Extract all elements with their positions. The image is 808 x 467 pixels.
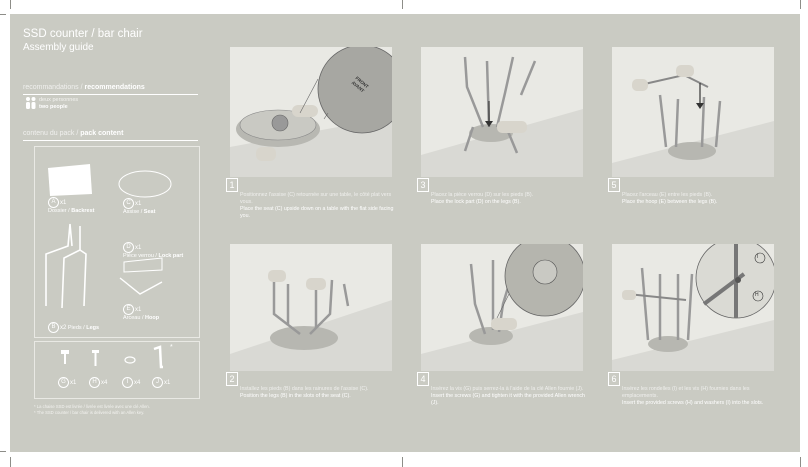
people-icon bbox=[26, 97, 36, 109]
divider bbox=[23, 140, 198, 141]
step-4-caption: Insérez la vis (G) puis serrez-la à l'ai… bbox=[431, 386, 585, 406]
screw-icon bbox=[92, 350, 99, 366]
step-3-photo bbox=[421, 47, 583, 177]
step-5-caption: Placez l'arceau (E) entre les pieds (B).… bbox=[622, 192, 718, 205]
page-title: SSD counter / bar chair bbox=[23, 28, 143, 40]
washer-icon bbox=[124, 356, 136, 364]
crop-mark bbox=[10, 457, 11, 467]
crop-mark bbox=[402, 0, 403, 9]
divider bbox=[23, 94, 198, 95]
hardware-box bbox=[34, 341, 200, 399]
step-number: 3 bbox=[417, 178, 429, 192]
step-number: 2 bbox=[226, 372, 238, 386]
callout-h: H bbox=[755, 292, 759, 298]
step-number: 1 bbox=[226, 178, 238, 192]
step-number: 5 bbox=[608, 178, 620, 192]
page-subtitle: Assembly guide bbox=[23, 42, 94, 53]
step-6-photo: I H bbox=[612, 244, 774, 371]
hardware-illustration bbox=[61, 345, 163, 369]
step-number: 6 bbox=[608, 372, 620, 386]
crop-mark bbox=[402, 457, 403, 467]
step-2-caption: Installez les pieds (B) dans les rainure… bbox=[240, 386, 369, 399]
pack-content-box bbox=[34, 146, 200, 338]
crop-mark bbox=[0, 14, 6, 15]
allen-key-note: * La chaise SSD est livrée / livrée est … bbox=[34, 404, 150, 415]
crop-mark bbox=[10, 0, 11, 9]
crop-mark bbox=[800, 0, 801, 9]
callout-i: I bbox=[757, 254, 759, 260]
allen-key-icon bbox=[153, 345, 163, 369]
step-3-caption: Placez la pièce verrou (D) sur les pieds… bbox=[431, 192, 534, 205]
asterisk: * bbox=[170, 344, 173, 351]
recommendations-heading: recommandations / recommendations bbox=[23, 84, 145, 91]
screw-icon bbox=[61, 350, 69, 364]
crop-mark bbox=[800, 457, 801, 467]
crop-mark bbox=[0, 451, 6, 452]
step-5-photo bbox=[612, 47, 774, 177]
step-1-caption: Positionnez l'assise (C) retournée sur u… bbox=[240, 192, 394, 219]
step-2-photo bbox=[230, 244, 392, 371]
step-6-caption: Insérez les rondelles (I) et les vis (H)… bbox=[622, 386, 764, 406]
step-number: 4 bbox=[417, 372, 429, 386]
step-4-photo bbox=[421, 244, 583, 371]
pack-illustration bbox=[45, 164, 172, 309]
pack-heading: contenu du pack / pack content bbox=[23, 130, 124, 137]
